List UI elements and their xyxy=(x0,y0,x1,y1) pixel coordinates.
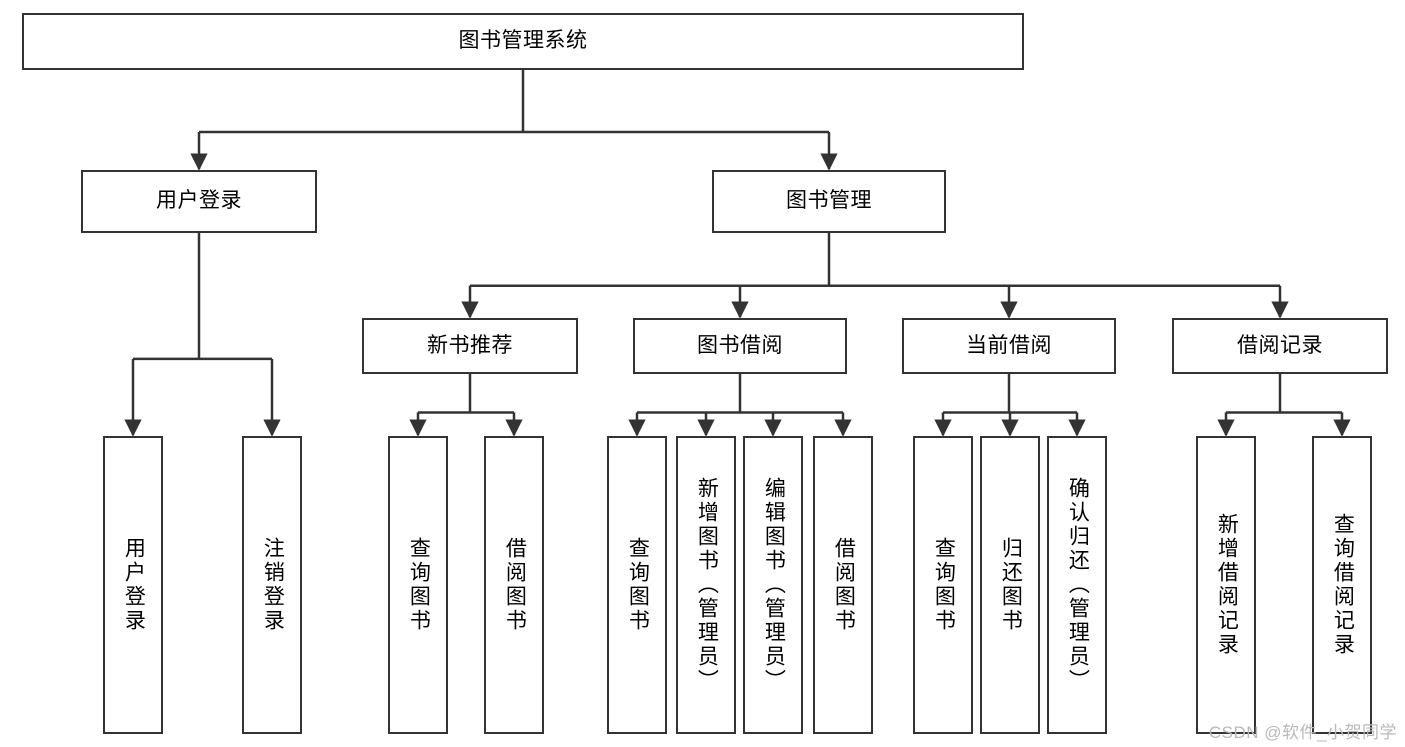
csdn-watermark: CSDN @软件_小贺同学 xyxy=(1208,723,1397,742)
node-leaf-1[interactable]: 用户登录 xyxy=(103,436,163,734)
node-leaf-7[interactable]: 编辑图书（管理员） xyxy=(743,436,803,734)
node-leaf-9[interactable]: 查询图书 xyxy=(913,436,973,734)
node-root[interactable]: 图书管理系统 xyxy=(22,13,1024,70)
node-leaf-12[interactable]: 新增借阅记录 xyxy=(1196,436,1256,734)
node-new-book-rec[interactable]: 新书推荐 xyxy=(362,318,578,374)
node-leaf-2[interactable]: 注销登录 xyxy=(242,436,302,734)
node-leaf-13[interactable]: 查询借阅记录 xyxy=(1312,436,1372,734)
node-leaf-5[interactable]: 查询图书 xyxy=(607,436,667,734)
node-leaf-10[interactable]: 归还图书 xyxy=(980,436,1040,734)
node-label: 图书借阅 xyxy=(697,333,783,357)
node-label: 新增图书（管理员） xyxy=(695,477,719,693)
node-label: 用户登录 xyxy=(122,537,146,633)
node-label: 查询借阅记录 xyxy=(1331,513,1355,657)
node-book-borrow[interactable]: 图书借阅 xyxy=(633,318,847,374)
node-label: 查询图书 xyxy=(407,537,431,633)
node-label: 用户登录 xyxy=(156,189,242,213)
node-borrow-record[interactable]: 借阅记录 xyxy=(1172,318,1388,374)
node-label: 编辑图书（管理员） xyxy=(762,477,786,693)
node-user-login[interactable]: 用户登录 xyxy=(81,170,317,233)
node-label: 图书管理系统 xyxy=(458,29,588,53)
node-current-borrow[interactable]: 当前借阅 xyxy=(902,318,1116,374)
node-leaf-11[interactable]: 确认归还（管理员） xyxy=(1047,436,1107,734)
node-leaf-4[interactable]: 借阅图书 xyxy=(484,436,544,734)
node-label: 图书管理 xyxy=(786,189,872,213)
node-label: 查询图书 xyxy=(932,537,956,633)
node-leaf-8[interactable]: 借阅图书 xyxy=(813,436,873,734)
node-book-manage[interactable]: 图书管理 xyxy=(712,170,946,233)
node-label: 归还图书 xyxy=(999,537,1023,633)
node-label: 借阅图书 xyxy=(832,537,856,633)
node-label: 确认归还（管理员） xyxy=(1066,477,1090,693)
node-label: 当前借阅 xyxy=(966,333,1052,357)
node-leaf-6[interactable]: 新增图书（管理员） xyxy=(676,436,736,734)
node-label: 新书推荐 xyxy=(427,333,513,357)
node-label: 新增借阅记录 xyxy=(1215,513,1239,657)
node-leaf-3[interactable]: 查询图书 xyxy=(388,436,448,734)
node-label: 借阅图书 xyxy=(503,537,527,633)
node-label: 借阅记录 xyxy=(1237,333,1323,357)
node-label: 注销登录 xyxy=(261,537,285,633)
node-label: 查询图书 xyxy=(626,537,650,633)
